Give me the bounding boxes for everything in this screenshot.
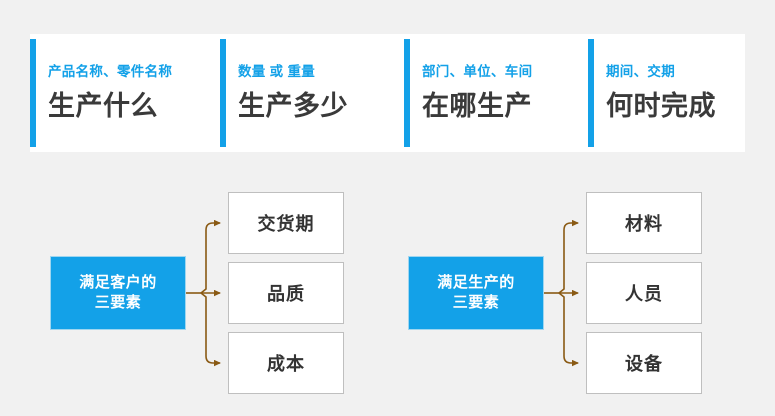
- diagram-leaf-node[interactable]: 材料: [586, 192, 702, 254]
- hub-label-line1: 满足生产的: [437, 273, 515, 291]
- diagram-leaf-node[interactable]: 成本: [228, 332, 344, 394]
- diagram-customer-three-elements: 满足客户的 三要素 交货期 品质 成本: [42, 190, 387, 395]
- accent-bar-icon: [588, 39, 594, 147]
- leaf-label: 材料: [625, 214, 663, 234]
- accent-bar-icon: [30, 39, 36, 147]
- accent-bar-icon: [220, 39, 226, 147]
- header-card-title: 生产多少: [238, 91, 348, 122]
- diagram-production-three-elements: 满足生产的 三要素 材料 人员 设备: [400, 190, 745, 395]
- diagram-hub-node[interactable]: 满足生产的 三要素: [408, 256, 544, 330]
- header-card-subtitle: 部门、单位、车间: [422, 63, 533, 79]
- leaf-label: 品质: [267, 284, 305, 304]
- leaf-label: 设备: [625, 354, 663, 374]
- header-card-title: 生产什么: [48, 91, 158, 122]
- header-card-title: 在哪生产: [422, 91, 532, 122]
- diagram-leaf-node[interactable]: 交货期: [228, 192, 344, 254]
- hub-label-line2: 三要素: [94, 294, 142, 311]
- header-card-strip: 产品名称、零件名称 生产什么 数量 或 重量 生产多少 部门、单位、车间 在哪生…: [30, 34, 745, 152]
- hub-label-line2: 三要素: [452, 294, 500, 311]
- leaf-label: 成本: [267, 354, 305, 374]
- hub-label-line1: 满足客户的: [79, 273, 157, 291]
- header-card-where-to-produce[interactable]: 部门、单位、车间 在哪生产: [404, 34, 588, 152]
- diagram-leaf-node[interactable]: 品质: [228, 262, 344, 324]
- header-card-how-much-to-produce[interactable]: 数量 或 重量 生产多少: [220, 34, 404, 152]
- header-card-what-to-produce[interactable]: 产品名称、零件名称 生产什么: [30, 34, 220, 152]
- header-card-subtitle: 数量 或 重量: [238, 63, 316, 79]
- header-card-when-to-finish[interactable]: 期间、交期 何时完成: [588, 34, 745, 152]
- header-card-subtitle: 产品名称、零件名称: [48, 63, 173, 79]
- diagram-hub-node[interactable]: 满足客户的 三要素: [50, 256, 186, 330]
- accent-bar-icon: [404, 39, 410, 147]
- header-card-title: 何时完成: [606, 91, 716, 122]
- diagram-leaf-node[interactable]: 设备: [586, 332, 702, 394]
- leaf-label: 交货期: [257, 214, 315, 234]
- header-card-subtitle: 期间、交期: [606, 63, 675, 79]
- leaf-label: 人员: [625, 284, 663, 304]
- diagram-leaf-node[interactable]: 人员: [586, 262, 702, 324]
